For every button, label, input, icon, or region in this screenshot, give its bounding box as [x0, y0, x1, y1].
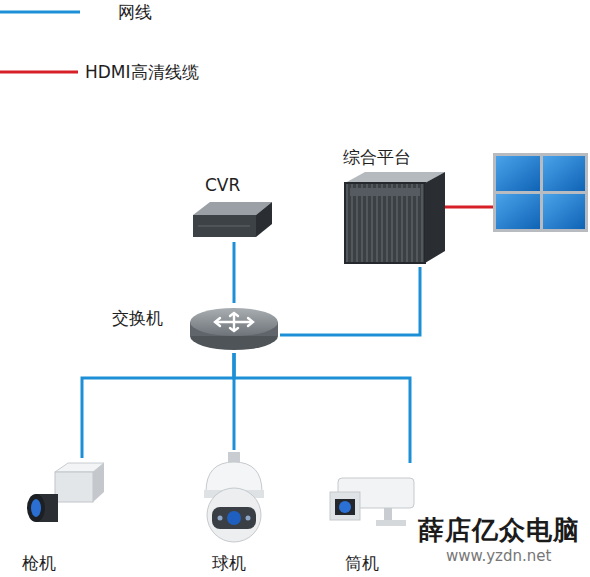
device-label: 枪机	[22, 553, 56, 573]
camera-node: 球机	[198, 450, 268, 575]
network-cable	[234, 353, 410, 463]
device-label: 筒机	[345, 553, 379, 573]
legend-text: 网线	[118, 2, 152, 22]
cvr-device	[193, 202, 272, 237]
bullet-camera	[330, 478, 414, 526]
network-cable	[233, 242, 236, 303]
gun-camera	[27, 463, 104, 522]
network-cable	[82, 353, 234, 458]
cvr-node: CVR	[190, 175, 275, 242]
device-label: 球机	[212, 553, 246, 573]
platform-chassis	[345, 172, 445, 263]
camera-node: 筒机	[328, 463, 418, 575]
legend-line-red	[0, 71, 78, 74]
device-label: 综合平台	[343, 147, 411, 167]
watermark: 薛店亿众电脑	[418, 516, 580, 546]
video-wall	[493, 153, 588, 232]
camera-node: 枪机	[20, 458, 106, 575]
device-label: CVR	[205, 175, 240, 195]
switch-node: 交换机	[110, 303, 280, 353]
legend-line-blue	[0, 11, 80, 14]
legend-text: HDMI高清线缆	[85, 62, 199, 82]
device-label: 交换机	[112, 308, 163, 328]
dome-camera	[204, 452, 264, 542]
switch-device	[190, 308, 278, 350]
hdmi-cable	[445, 206, 494, 209]
platform-node: 综合平台	[340, 147, 448, 267]
network-cable	[280, 267, 420, 335]
watermark-url: www.yzdn.net	[446, 547, 551, 565]
